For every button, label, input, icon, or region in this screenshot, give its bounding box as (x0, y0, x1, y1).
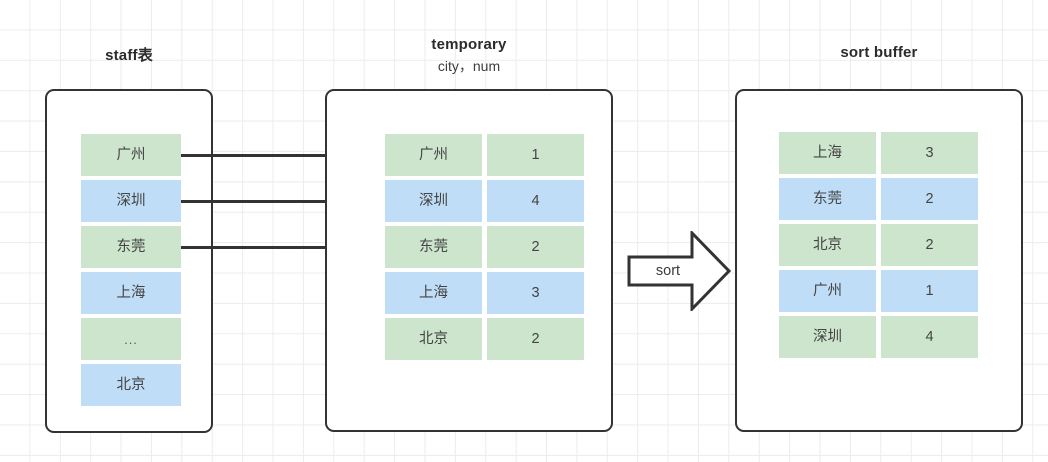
temporary-panel-subtitle: city，num (437, 58, 501, 74)
temporary-num-cell-1: 4 (487, 180, 584, 222)
temporary-city-cell-2: 东莞 (385, 226, 482, 268)
sort-buffer-num-cell-0: 3 (881, 132, 978, 174)
staff-row-cell-0: 广州 (81, 134, 181, 176)
staff-row-cell-3: 上海 (81, 272, 181, 314)
temporary-num-cell-2: 2 (487, 226, 584, 268)
staff-row-cell-1: 深圳 (81, 180, 181, 222)
sort-buffer-num-cell-1: 2 (881, 178, 978, 220)
temporary-city-2: 东莞 (419, 238, 448, 255)
temporary-city-cell-3: 上海 (385, 272, 482, 314)
sort-buffer-city-cell-4: 深圳 (779, 316, 876, 358)
sort-buffer-city-2: 北京 (813, 236, 842, 253)
temporary-city-4: 北京 (419, 330, 448, 347)
row-arrow-2-shaft (181, 245, 358, 249)
sort-buffer-num-cell-4: 4 (881, 316, 978, 358)
temporary-city-1: 深圳 (419, 192, 448, 209)
sort-buffer-city-0: 上海 (813, 144, 842, 161)
temporary-num-cell-4: 2 (487, 318, 584, 360)
sort-arrow-shape (627, 231, 731, 311)
row-arrow-0-shaft (181, 153, 358, 157)
sort-buffer-num-1: 2 (925, 190, 934, 207)
sort-buffer-num-4: 4 (925, 328, 934, 345)
staff-city-3: 上海 (116, 284, 146, 301)
temporary-num-1: 4 (531, 192, 540, 209)
staff-city-4: ... (124, 331, 138, 347)
staff-city-0: 广州 (116, 146, 146, 163)
sort-buffer-city-cell-1: 东莞 (779, 178, 876, 220)
temporary-num-cell-0: 1 (487, 134, 584, 176)
row-arrow-1-shaft (181, 199, 358, 203)
temporary-num-4: 2 (531, 330, 540, 347)
sort-buffer-city-4: 深圳 (813, 328, 842, 345)
sort-buffer-num-cell-2: 2 (881, 224, 978, 266)
staff-city-1: 深圳 (116, 192, 146, 209)
temporary-num-0: 1 (531, 146, 540, 163)
temporary-city-0: 广州 (419, 146, 448, 163)
temporary-city-cell-1: 深圳 (385, 180, 482, 222)
temporary-city-3: 上海 (419, 284, 448, 301)
sort-arrow-label: sort (655, 263, 681, 279)
temporary-city-cell-0: 广州 (385, 134, 482, 176)
staff-city-2: 东莞 (116, 238, 146, 255)
sort-buffer-city-cell-2: 北京 (779, 224, 876, 266)
temporary-panel-title: temporary (431, 36, 507, 53)
sort-buffer-num-cell-3: 1 (881, 270, 978, 312)
sort-buffer-num-0: 3 (925, 144, 934, 161)
staff-row-cell-4: ... (81, 318, 181, 360)
sort-buffer-panel-title: sort buffer (840, 44, 918, 61)
sort-buffer-num-2: 2 (925, 236, 934, 253)
staff-row-cell-2: 东莞 (81, 226, 181, 268)
sort-buffer-city-3: 广州 (813, 282, 842, 299)
sort-block-arrow: sort (627, 231, 731, 311)
sort-buffer-city-1: 东莞 (813, 190, 842, 207)
staff-panel-title: staff表 (105, 47, 153, 64)
sort-buffer-city-cell-3: 广州 (779, 270, 876, 312)
temporary-num-3: 3 (531, 284, 540, 301)
temporary-num-cell-3: 3 (487, 272, 584, 314)
sort-buffer-num-3: 1 (925, 282, 934, 299)
sort-buffer-city-cell-0: 上海 (779, 132, 876, 174)
staff-city-5: 北京 (116, 376, 146, 393)
staff-row-cell-5: 北京 (81, 364, 181, 406)
temporary-city-cell-4: 北京 (385, 318, 482, 360)
temporary-num-2: 2 (531, 238, 540, 255)
